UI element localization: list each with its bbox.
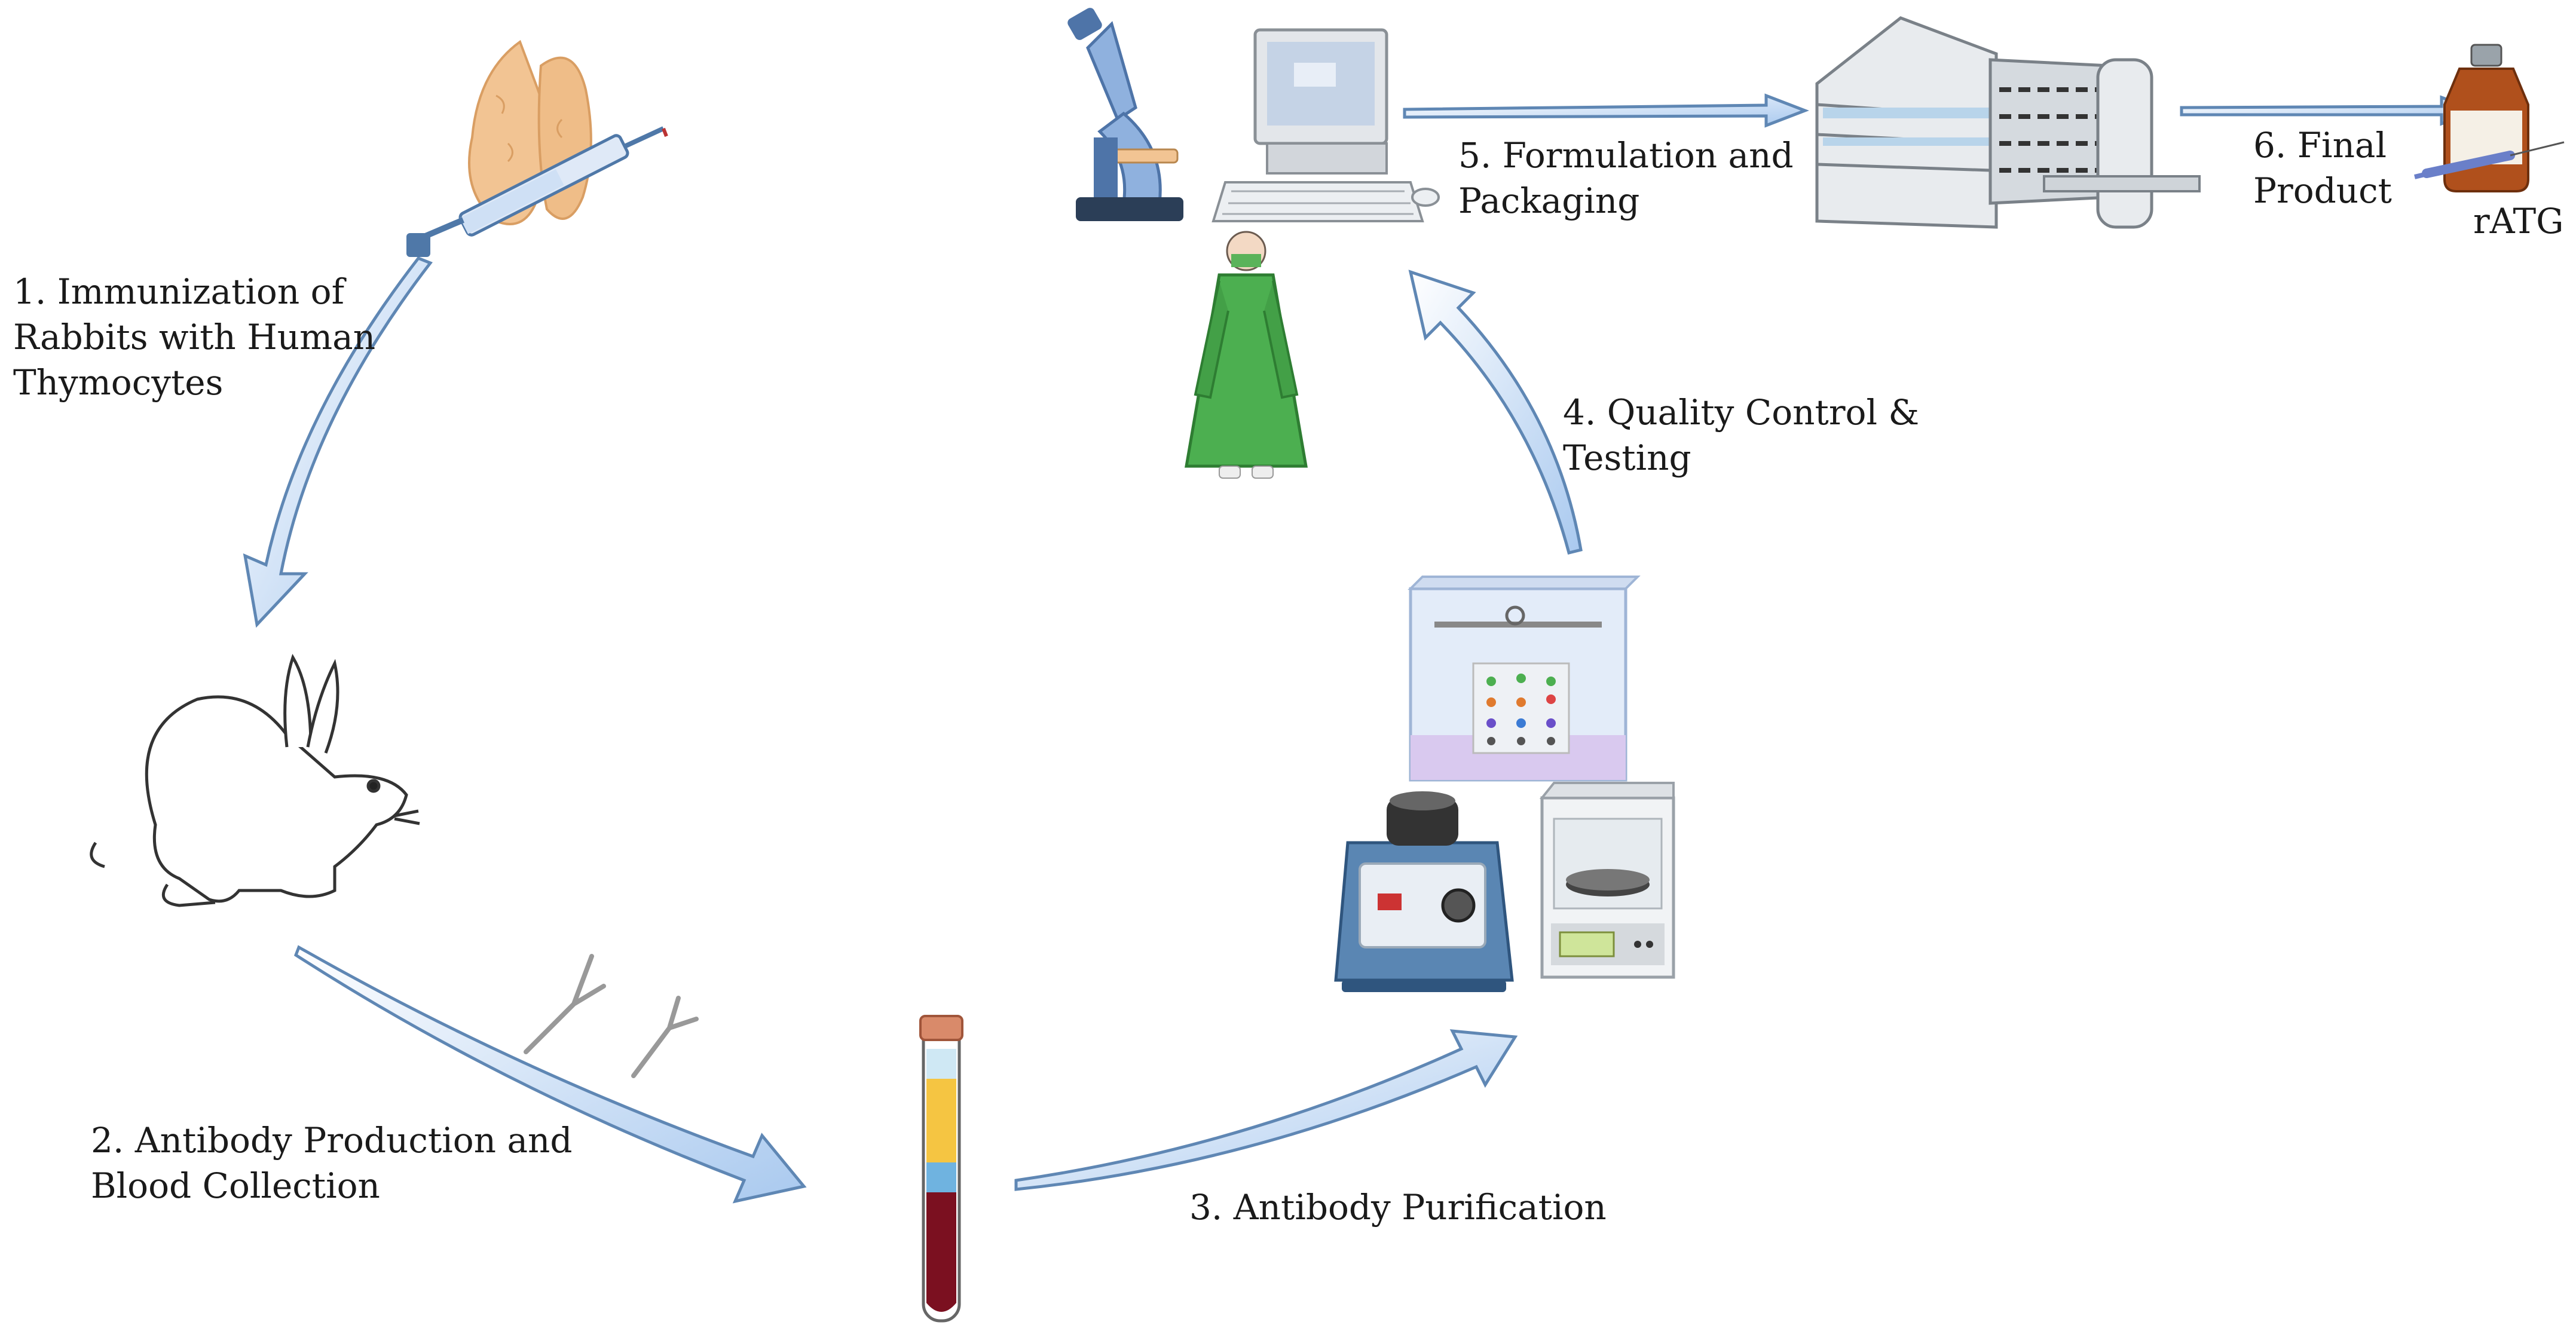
arrow-step-6: [2180, 95, 2482, 126]
step-5-line-2: Packaging: [1458, 180, 1640, 221]
step-6-line-1: 6. Final: [2253, 125, 2387, 166]
arrow-step-5: [1403, 93, 1809, 128]
step-2-line-1: 2. Antibody Production and: [91, 1120, 573, 1161]
step-1-label: 1. Immunization of Rabbits with Human Th…: [13, 269, 375, 405]
computer-icon: [1211, 28, 1440, 222]
step-1-line-1: 1. Immunization of: [13, 271, 345, 312]
antibody-icon: [524, 954, 699, 1078]
vortex-mixer-icon: [1334, 791, 1514, 992]
scientist-icon: [1185, 231, 1308, 479]
step-1-line-2: Rabbits with Human: [13, 317, 376, 357]
step-4-line-1: 4. Quality Control &: [1563, 392, 1920, 433]
analytical-balance-icon: [1539, 782, 1675, 979]
electrophoresis-chamber-icon: [1408, 576, 1641, 782]
step-3-label: 3. Antibody Purification: [1189, 1185, 1607, 1230]
vial-icon: [2414, 44, 2565, 192]
step-4-line-2: Testing: [1563, 437, 1691, 478]
blood-tube-icon: [919, 1015, 963, 1323]
step-6-label: 6. Final Product: [2253, 123, 2392, 213]
step-1-line-3: Thymocytes: [13, 362, 224, 403]
step-5-line-1: 5. Formulation and: [1458, 135, 1794, 176]
arrow-step-1: [243, 256, 433, 628]
step-4-label: 4. Quality Control & Testing: [1563, 390, 1919, 481]
product-label-text: rATG: [2473, 201, 2564, 241]
step-2-label: 2. Antibody Production and Blood Collect…: [91, 1118, 573, 1208]
microscope-icon: [1067, 8, 1183, 221]
step-5-label: 5. Formulation and Packaging: [1458, 133, 1794, 224]
syringe-icon: [406, 126, 668, 257]
arrow-step-4: [1408, 270, 1583, 555]
step-6-line-2: Product: [2253, 170, 2392, 211]
arrow-step-3: [1014, 1029, 1518, 1191]
product-label: rATG: [2473, 198, 2563, 244]
step-2-line-2: Blood Collection: [91, 1165, 380, 1206]
rabbit-icon: [90, 654, 420, 907]
arrow-step-2: [293, 945, 807, 1204]
step-3-line-1: 3. Antibody Purification: [1189, 1187, 1607, 1228]
factory-icon: [1815, 16, 2201, 229]
